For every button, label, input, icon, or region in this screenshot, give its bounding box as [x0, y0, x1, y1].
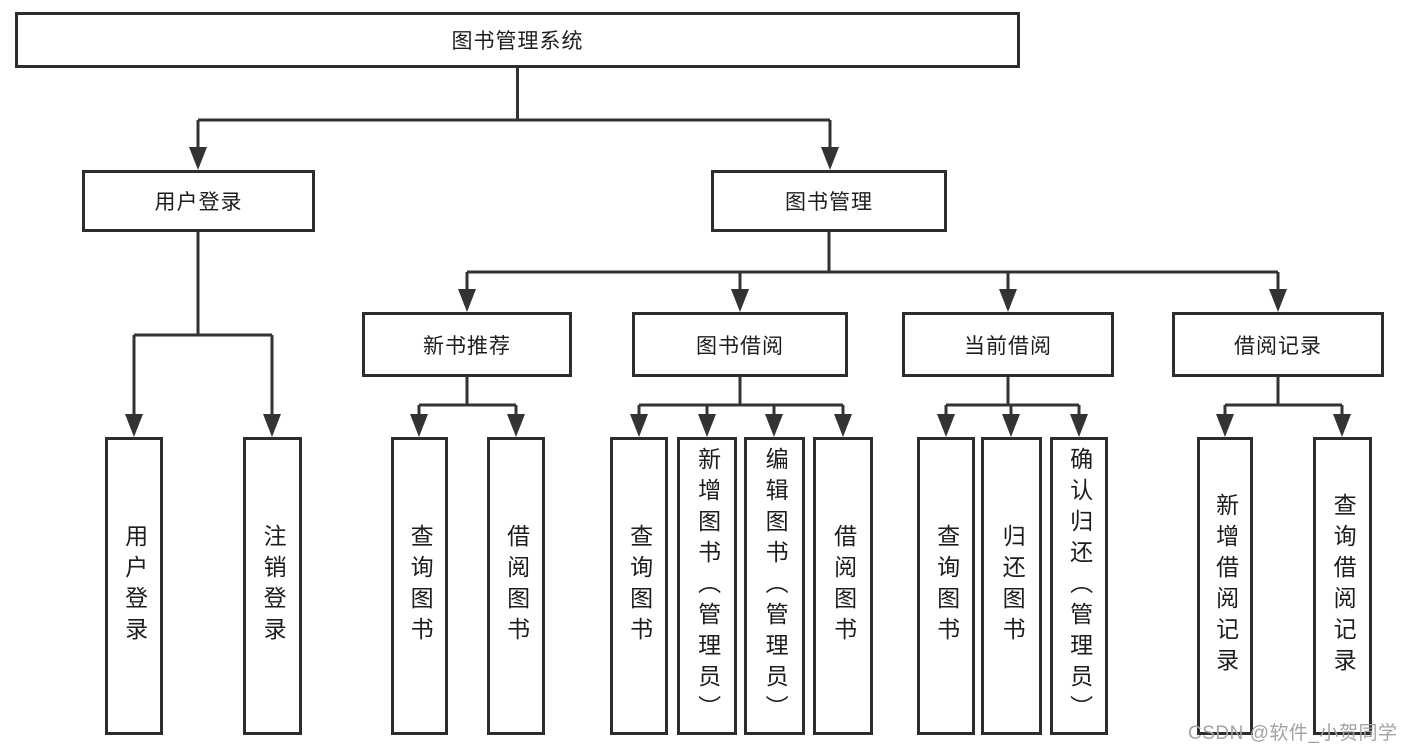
- leaf-query-books-borrow: 查询图书: [610, 437, 668, 735]
- node-borrow-records: 借阅记录: [1172, 312, 1384, 377]
- leaf-return-books: 归还图书: [981, 437, 1042, 735]
- node-borrow-records-label: 借阅记录: [1234, 334, 1322, 358]
- leaf-borrow-books-recommend: 借阅图书: [487, 437, 545, 735]
- connector-current-borrow: [944, 377, 1081, 415]
- node-user-login: 用户登录: [82, 170, 315, 232]
- node-user-login-label: 用户登录: [154, 191, 243, 214]
- node-current-borrow-label: 当前借阅: [964, 334, 1052, 358]
- node-new-book-recommend-label: 新书推荐: [423, 334, 511, 358]
- leaf-confirm-return-admin: 确认归还（管理员）: [1050, 437, 1108, 735]
- leaf-query-books-current: 查询图书: [917, 437, 975, 735]
- leaf-query-borrow-record: 查询借阅记录: [1313, 437, 1372, 735]
- leaf-query-books-recommend: 查询图书: [391, 437, 448, 735]
- node-root-label: 图书管理系统: [451, 30, 584, 53]
- leaf-borrow-books: 借阅图书: [813, 437, 873, 735]
- node-current-borrow: 当前借阅: [902, 312, 1114, 377]
- csdn-watermark: CSDN @软件_小贺同学: [1188, 723, 1398, 744]
- connector-book-borrow: [637, 377, 845, 415]
- node-root: 图书管理系统: [15, 12, 1020, 68]
- leaf-add-borrow-record: 新增借阅记录: [1197, 437, 1253, 735]
- leaf-logout: 注销登录: [243, 437, 302, 735]
- node-book-management-label: 图书管理: [785, 191, 873, 214]
- connector-root: [196, 68, 832, 148]
- leaf-edit-book-admin: 编辑图书（管理员）: [744, 437, 805, 735]
- arrowheads: [125, 147, 1351, 437]
- connector-book-management: [465, 232, 1280, 290]
- connector-borrow-records: [1223, 377, 1344, 415]
- leaf-user-login: 用户登录: [105, 437, 163, 735]
- connector-user-login: [132, 232, 274, 415]
- node-book-borrow: 图书借阅: [632, 312, 848, 377]
- connector-new-book-recommend: [417, 377, 518, 415]
- node-book-borrow-label: 图书借阅: [696, 334, 784, 358]
- leaf-add-book-admin: 新增图书（管理员）: [677, 437, 737, 735]
- node-book-management: 图书管理: [711, 170, 947, 232]
- node-new-book-recommend: 新书推荐: [362, 312, 572, 377]
